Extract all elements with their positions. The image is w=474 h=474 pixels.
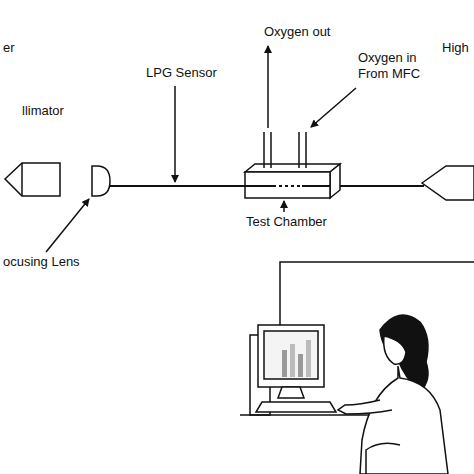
test-chamber: [245, 172, 330, 198]
chamber-top: [245, 164, 340, 172]
monitor: [258, 325, 324, 387]
detector-symbol: [422, 166, 474, 200]
keyboard: [256, 402, 336, 412]
part-name: LPG Sensor: [146, 65, 217, 81]
part-name: Test Chamber: [246, 214, 327, 230]
part-name: llimator: [22, 103, 64, 119]
part-name: er: [3, 40, 15, 56]
person-body: [360, 366, 448, 474]
fiber-line: [110, 185, 424, 187]
flow-label: Oxygen out: [264, 24, 331, 40]
lens-symbol: [92, 166, 110, 196]
data-wire: [280, 262, 474, 325]
flow-label: Oxygen in From MFC: [358, 50, 440, 82]
part-name: ocusing Lens: [3, 254, 80, 270]
part-name: High: [442, 40, 469, 56]
collimator-symbol: [5, 163, 60, 196]
